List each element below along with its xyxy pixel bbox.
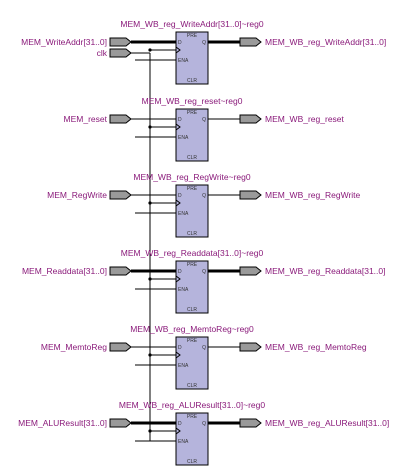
output-pin[interactable] bbox=[239, 114, 262, 124]
d-pin-label: D bbox=[178, 269, 182, 275]
ena-pin-label: ENA bbox=[178, 287, 189, 293]
input-pin-label: MEM_ALUResult[31..0] bbox=[18, 418, 107, 428]
clr-pin-label: CLR bbox=[187, 459, 197, 465]
ena-pin-label: ENA bbox=[178, 211, 189, 217]
clock-edge-marker bbox=[175, 199, 181, 207]
input-pin[interactable] bbox=[109, 190, 132, 200]
pre-pin-label: PRE bbox=[187, 110, 198, 116]
register-title: MEM_WB_reg_ALUResult[31..0]~reg0 bbox=[119, 400, 265, 410]
output-pin-label: MEM_WB_reg_MemtoReg bbox=[265, 342, 367, 352]
clock-junction bbox=[148, 277, 152, 281]
register-title: MEM_WB_reg_WriteAddr[31..0]~reg0 bbox=[120, 19, 263, 29]
output-pin-label: MEM_WB_reg_reset bbox=[265, 114, 345, 124]
input-pin[interactable] bbox=[109, 342, 132, 352]
ena-pin-label: ENA bbox=[178, 363, 189, 369]
clr-pin-label: CLR bbox=[187, 307, 197, 313]
d-pin-label: D bbox=[178, 345, 182, 351]
clock-junction bbox=[148, 353, 152, 357]
output-pin[interactable] bbox=[239, 418, 262, 428]
input-pin-label: MEM_Readdata[31..0] bbox=[22, 266, 107, 276]
output-pin-label: MEM_WB_reg_Readdata[31..0] bbox=[265, 266, 385, 276]
clock-edge-marker bbox=[175, 351, 181, 359]
clr-pin-label: CLR bbox=[187, 383, 197, 389]
q-pin-label: Q bbox=[202, 345, 206, 351]
clr-pin-label: CLR bbox=[187, 231, 197, 237]
output-pin[interactable] bbox=[239, 342, 262, 352]
output-pin[interactable] bbox=[239, 190, 262, 200]
q-pin-label: Q bbox=[202, 193, 206, 199]
register-box[interactable] bbox=[175, 336, 209, 390]
clr-pin-label: CLR bbox=[187, 78, 197, 84]
input-pin-label: MEM_WriteAddr[31..0] bbox=[21, 37, 107, 47]
q-pin-label: Q bbox=[202, 117, 206, 123]
output-pin-label: MEM_WB_reg_WriteAddr[31..0] bbox=[265, 37, 386, 47]
d-pin-label: D bbox=[178, 421, 182, 427]
q-pin-label: Q bbox=[202, 421, 206, 427]
register-title: MEM_WB_reg_reset~reg0 bbox=[142, 96, 243, 106]
pre-pin-label: PRE bbox=[187, 338, 198, 344]
d-pin-label: D bbox=[178, 193, 182, 199]
clock-junction bbox=[148, 48, 152, 52]
output-pin[interactable] bbox=[239, 37, 262, 47]
ena-pin-label: ENA bbox=[178, 135, 189, 141]
q-pin-label: Q bbox=[202, 40, 206, 46]
output-pin-label: MEM_WB_reg_RegWrite bbox=[265, 190, 361, 200]
pre-pin-label: PRE bbox=[187, 33, 198, 39]
clock-junction bbox=[148, 201, 152, 205]
pre-pin-label: PRE bbox=[187, 186, 198, 192]
clr-pin-label: CLR bbox=[187, 155, 197, 161]
clock-edge-marker bbox=[175, 427, 181, 435]
register-box[interactable] bbox=[175, 108, 209, 162]
clock-edge-marker bbox=[175, 46, 181, 54]
register-title: MEM_WB_reg_MemtoReg~reg0 bbox=[130, 324, 254, 334]
register-box[interactable] bbox=[175, 31, 209, 85]
pre-pin-label: PRE bbox=[187, 414, 198, 420]
input-pin[interactable] bbox=[109, 37, 132, 47]
register-box[interactable] bbox=[175, 412, 209, 466]
register-box[interactable] bbox=[175, 260, 209, 314]
q-pin-label: Q bbox=[202, 269, 206, 275]
ena-pin-label: ENA bbox=[178, 58, 189, 64]
pre-pin-label: PRE bbox=[187, 262, 198, 268]
clk-label: clk bbox=[97, 48, 108, 58]
clock-junction bbox=[148, 125, 152, 129]
clk-input-pin[interactable] bbox=[109, 48, 132, 58]
d-pin-label: D bbox=[178, 117, 182, 123]
input-pin-label: MEM_reset bbox=[64, 114, 108, 124]
input-pin[interactable] bbox=[109, 114, 132, 124]
output-pin-label: MEM_WB_reg_ALUResult[31..0] bbox=[265, 418, 389, 428]
input-pin[interactable] bbox=[109, 418, 132, 428]
clock-net: clk bbox=[97, 48, 151, 441]
clock-junction bbox=[148, 429, 152, 433]
register-title: MEM_WB_reg_RegWrite~reg0 bbox=[133, 172, 251, 182]
input-pin-label: MEM_RegWrite bbox=[47, 190, 107, 200]
output-pin[interactable] bbox=[239, 266, 262, 276]
input-pin-label: MEM_MemtoReg bbox=[41, 342, 107, 352]
register-title: MEM_WB_reg_Readdata[31..0]~reg0 bbox=[121, 248, 264, 258]
ena-pin-label: ENA bbox=[178, 439, 189, 445]
clock-edge-marker bbox=[175, 123, 181, 131]
d-pin-label: D bbox=[178, 40, 182, 46]
clock-edge-marker bbox=[175, 275, 181, 283]
register-box[interactable] bbox=[175, 184, 209, 238]
input-pin[interactable] bbox=[109, 266, 132, 276]
